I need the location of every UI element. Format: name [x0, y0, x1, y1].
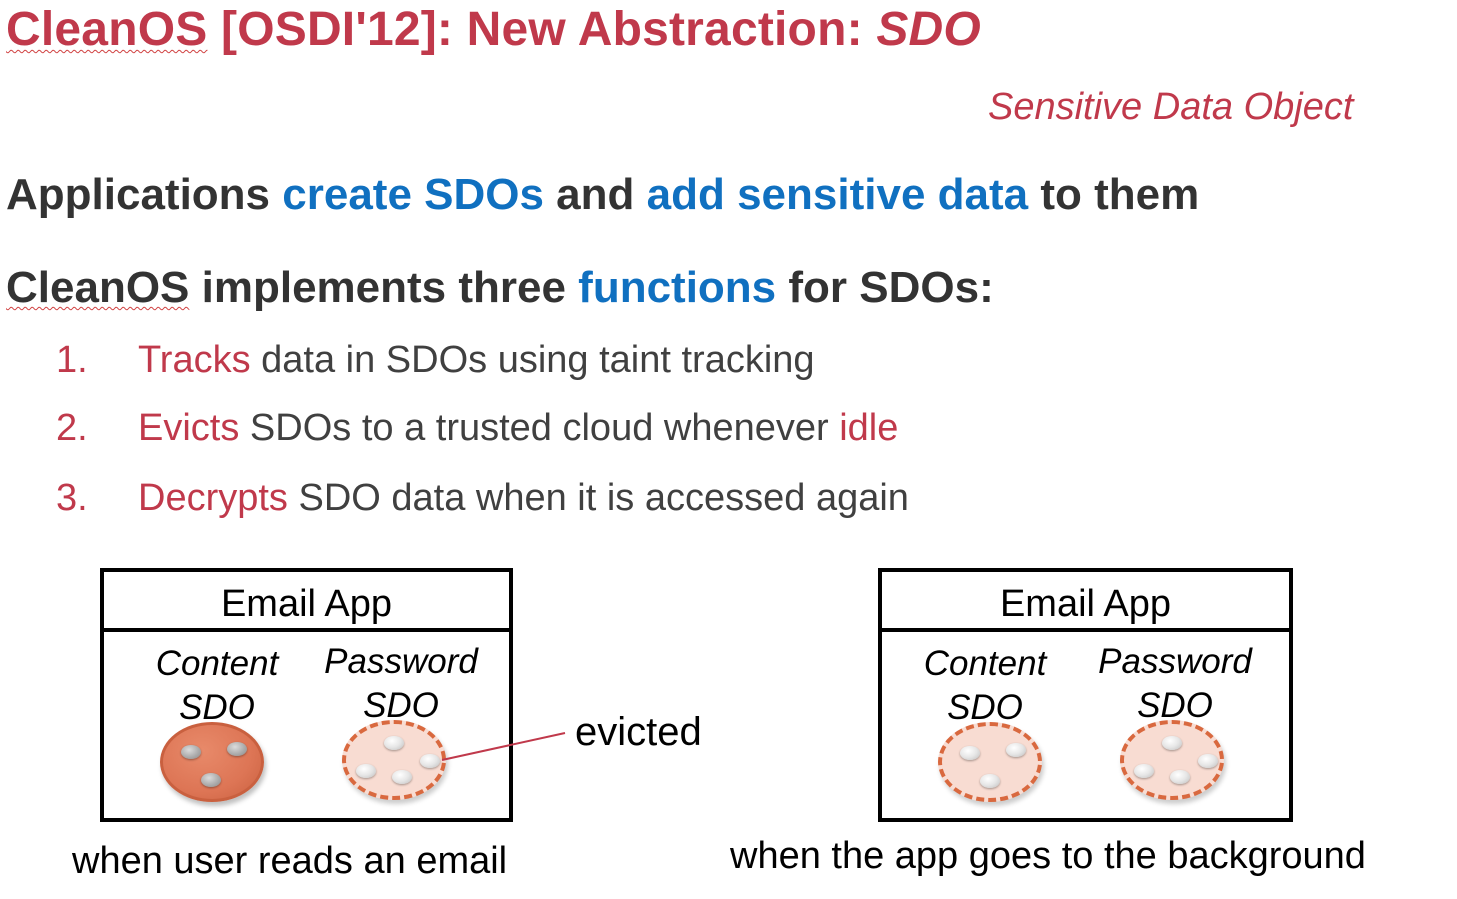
password-sdo-label: Password SDO	[1092, 640, 1258, 728]
password-label-line2: SDO	[363, 686, 439, 725]
statement-applications: Applications create SDOs and add sensiti…	[6, 170, 1199, 220]
password-label-line1: Password	[324, 642, 478, 681]
password-sdo-evicted	[1120, 720, 1224, 800]
data-dot	[356, 764, 376, 778]
item-text: SDO data when it is accessed again	[287, 477, 909, 519]
data-dot	[227, 742, 247, 756]
item-number: 2.	[56, 407, 88, 449]
content-sdo-evicted	[938, 722, 1042, 802]
app-title: Email App	[104, 572, 509, 632]
data-dot	[384, 736, 404, 750]
email-app-box-reading: Email App Content SDO Password SDO	[100, 568, 513, 822]
content-label-line2: SDO	[947, 688, 1023, 727]
data-dot	[181, 745, 201, 759]
email-app-box-background: Email App Content SDO Password SDO	[878, 568, 1293, 822]
content-sdo-active	[160, 722, 264, 802]
content-sdo-label: Content SDO	[152, 642, 282, 730]
data-dot	[960, 746, 980, 760]
caption-background: when the app goes to the background	[730, 835, 1366, 877]
data-dot	[420, 754, 440, 768]
item-highlight: Evicts	[138, 407, 240, 449]
line1-add-sensitive-data: add sensitive data	[646, 170, 1029, 219]
data-dot	[201, 773, 221, 787]
content-label-line1: Content	[923, 644, 1047, 683]
evicted-label: evicted	[575, 710, 702, 754]
line1-text-5: to them	[1028, 170, 1200, 219]
item-highlight: Tracks	[138, 339, 251, 381]
data-dot	[1006, 743, 1026, 757]
item-highlight-idle: idle	[839, 407, 899, 449]
data-dot	[1134, 764, 1154, 778]
app-title: Email App	[882, 572, 1289, 632]
password-label-line2: SDO	[1137, 686, 1213, 725]
line2-functions: functions	[578, 263, 777, 312]
list-item: 1. Tracks data in SDOs using taint tracki…	[56, 339, 815, 382]
data-dot	[392, 770, 412, 784]
item-highlight: Decrypts	[138, 477, 288, 519]
data-dot	[1162, 736, 1182, 750]
password-sdo-label: Password SDO	[318, 640, 484, 728]
data-dot	[1198, 754, 1218, 768]
content-label-line2: SDO	[179, 688, 255, 727]
data-dot	[1170, 770, 1190, 784]
data-dot	[980, 774, 1000, 788]
line2-text-4: for SDOs:	[776, 263, 994, 312]
item-number: 3.	[56, 477, 88, 519]
content-label-line1: Content	[155, 644, 279, 683]
list-item: 2. Evicts SDOs to a trusted cloud wheneve…	[56, 407, 898, 450]
line1-create-sdos: create SDOs	[282, 170, 544, 219]
list-item: 3. Decrypts SDO data when it is accessed …	[56, 477, 909, 520]
slide-title: CleanOS [OSDI'12]: New Abstraction: SDO	[6, 2, 981, 57]
caption-reading: when user reads an email	[72, 840, 508, 882]
item-text: SDOs to a trusted cloud whenever	[239, 407, 840, 449]
line1-text-1: Applications	[6, 170, 283, 219]
line2-text-2: implements three	[189, 263, 579, 312]
password-sdo-evicted	[342, 720, 446, 800]
item-text: data in SDOs using taint tracking	[250, 339, 815, 381]
title-cleanos: CleanOS	[6, 3, 208, 56]
password-label-line1: Password	[1098, 642, 1252, 681]
content-sdo-label: Content SDO	[920, 642, 1050, 730]
title-middle: [OSDI'12]: New Abstraction:	[207, 3, 877, 56]
title-sdo: SDO	[876, 3, 981, 56]
statement-cleanos-functions: CleanOS implements three functions for S…	[6, 263, 994, 313]
item-number: 1.	[56, 339, 88, 381]
line2-cleanos: CleanOS	[6, 263, 190, 312]
line1-text-3: and	[543, 170, 647, 219]
slide-subtitle: Sensitive Data Object	[988, 86, 1354, 128]
